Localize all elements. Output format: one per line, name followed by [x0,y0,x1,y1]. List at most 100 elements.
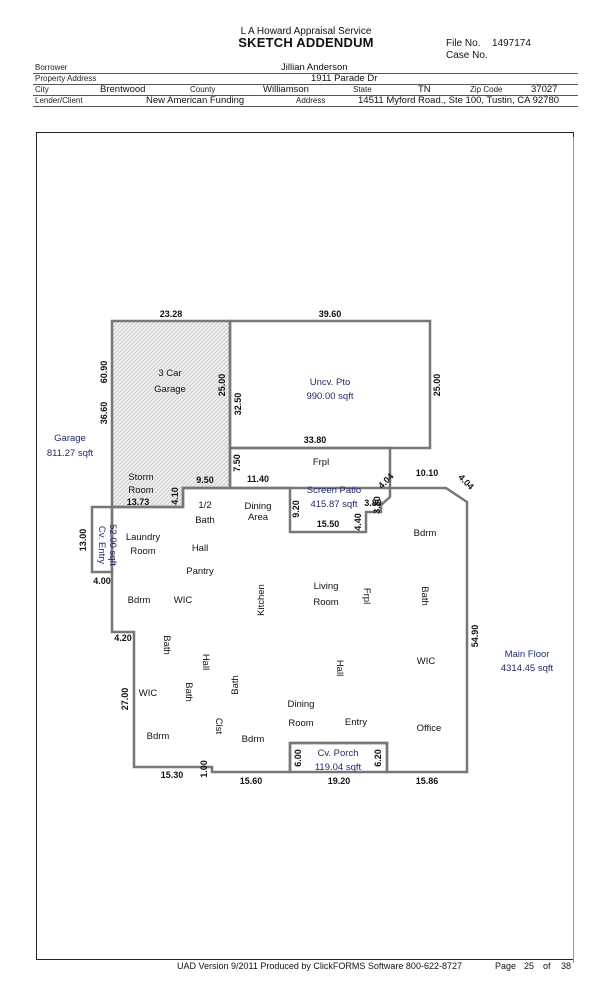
dim-garage-left-lower: 36.60 [99,402,109,425]
property-value: 1911 Parade Dr [311,73,378,84]
dim-garage-right: 25.00 [217,374,227,397]
county-value: Williamson [263,84,309,95]
footer-produced-by: UAD Version 9/2011 Produced by ClickFORM… [177,961,462,971]
state-value: TN [418,84,431,95]
dim-right-top: 10.10 [416,468,439,478]
screen-patio-sqft: 415.87 sqft [310,499,357,510]
dim-step-b: 3.80 [372,496,382,514]
garage-area-sqft: 811.27 sqft [47,448,94,459]
city-value: Brentwood [100,84,146,95]
room-frpl-top: Frpl [313,457,329,468]
room-bdrm-2: Bdrm [414,528,437,539]
borrower-label: Borrower [35,63,68,72]
city-label: City [35,85,49,94]
dim-notch-bottom: 15.50 [317,519,340,529]
zip-label: Zip Code [470,85,503,94]
room-living-1: Living [314,581,339,592]
dim-screen-left: 7.50 [232,454,242,472]
dim-storm-bottom: 13.73 [127,497,150,507]
sketch-frame [36,132,574,963]
dim-storm-step: 4.10 [170,487,180,505]
room-bath-v1: Bath [419,586,430,606]
dim-patio-left: 32.50 [233,393,243,416]
room-kitchen: Kitchen [256,584,267,616]
covered-porch-outline [288,741,389,774]
dim-notch-left: 9.20 [291,500,301,518]
room-living-2: Room [313,597,338,608]
dim-bottom-b: 15.60 [240,776,263,786]
dim-patio-bottom: 33.80 [304,435,327,445]
covered-entry-sqft: 52.00 sqft [107,524,118,566]
dim-entry-bottom: 4.00 [93,576,111,586]
dim-bottom-a: 15.30 [161,770,184,780]
dim-porch-left: 6.00 [293,749,303,767]
main-floor-label: Main Floor [505,649,550,660]
zip-value: 37027 [531,84,558,95]
room-hall: Hall [192,543,208,554]
room-storm-2: Room [128,485,153,496]
state-label: State [353,85,372,94]
room-wic-1: WIC [174,595,193,606]
footer-of-label: of [543,961,551,971]
address-label: Address [296,96,326,105]
footer-page-label: Page [495,961,517,971]
uncovered-patio-sqft: 990.00 sqft [306,391,353,402]
room-laundry-2: Room [130,546,155,557]
room-bdrm-4: Bdrm [242,734,265,745]
dim-diag-right: 4.04 [456,472,475,491]
county-label: County [190,85,216,94]
dim-notch-right: 4.40 [353,513,363,531]
room-bdrm-1: Bdrm [128,595,151,606]
room-storm-1: Storm [128,472,153,483]
room-bath-v2: Bath [161,635,172,655]
footer-page-total: 38 [561,961,572,971]
dim-patio-top: 39.60 [319,309,342,319]
room-dining-room-2: Room [288,718,313,729]
uncovered-patio-label: Uncv. Pto [310,377,350,388]
uncovered-patio-outline [228,319,432,450]
room-office: Office [417,723,442,734]
page-title: SKETCH ADDENDUM [238,35,374,50]
room-bath-v4: Bath [230,675,241,695]
property-row: Property Address 1911 Parade Dr [33,73,578,85]
dim-left-step: 4.20 [114,633,132,643]
footer-page-number: 25 [524,961,535,971]
city-row: City Brentwood County Williamson State T… [33,84,578,96]
dim-porch-right: 6.20 [373,749,383,767]
room-hall-v1: Hall [200,654,211,670]
dim-step-a: 3.80 [364,498,382,508]
main-floor-outline [110,486,469,774]
property-label: Property Address [35,74,97,83]
address-value: 14511 Myford Road., Ste 100, Tustin, CA … [358,95,560,106]
dim-right-side: 54.90 [470,625,480,648]
covered-porch-label: Cv. Porch [317,748,358,759]
dim-patio-right: 25.00 [432,374,442,397]
dim-bottom-c: 19.20 [328,776,351,786]
room-3car: 3 Car [158,368,181,379]
covered-entry-label: Cv. Entry [96,526,107,565]
borrower-value: Jillian Anderson [281,62,348,73]
dim-bottom-step: 1.00 [199,760,209,778]
dim-bottom-d: 15.86 [416,776,439,786]
dim-garage-left-upper: 60.90 [99,361,109,384]
room-clst: Clst [213,718,224,735]
room-hall-v2: Hall [334,660,345,676]
borrower-row: Borrower Jillian Anderson [33,62,578,74]
room-wic-2: WIC [417,656,436,667]
covered-entry-outline [90,505,114,574]
room-dining-area-2: Area [248,512,269,523]
room-frpl-v: Frpl [361,588,372,604]
room-entry: Entry [345,717,367,728]
room-laundry-1: Laundry [126,532,161,543]
dim-screen-bottom-left: 11.40 [247,474,269,484]
room-pantry: Pantry [186,566,214,577]
file-no-value: 1497174 [492,38,531,49]
room-garage: Garage [154,384,186,395]
room-wic-3: WIC [139,688,158,699]
room-half-bath-1: 1/2 [198,500,211,511]
room-half-bath-2: Bath [195,515,215,526]
lender-row: Lender/Client New American Funding Addre… [33,95,578,107]
appraiser-company: L A Howard Appraisal Service [240,26,372,37]
room-bdrm-3: Bdrm [147,731,170,742]
main-floor-sqft: 4314.45 sqft [501,663,554,674]
